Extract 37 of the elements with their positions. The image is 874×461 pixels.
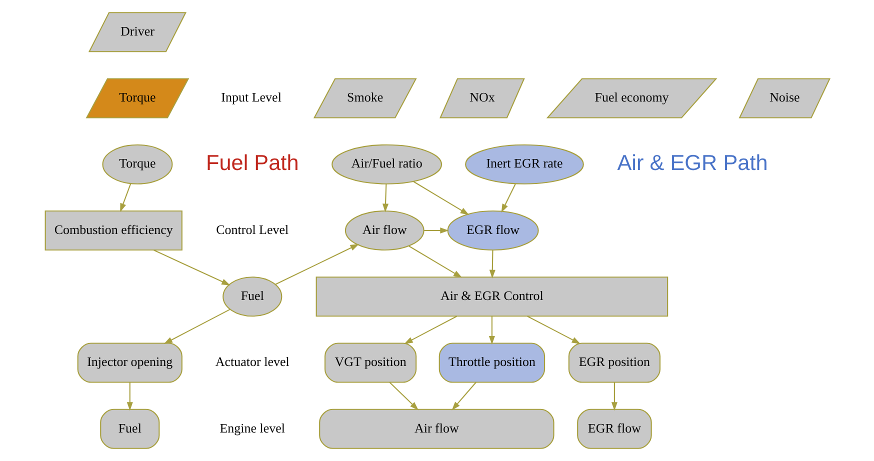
node-ellipse: Inert EGR rate <box>464 144 584 184</box>
arrow <box>388 382 418 410</box>
arrow <box>412 181 469 216</box>
node-ellipse: Fuel <box>222 276 282 317</box>
arrow <box>163 308 230 344</box>
arrow <box>274 244 359 285</box>
node-box: Air & EGR Control <box>315 276 668 317</box>
label: Air & EGR Path <box>616 150 768 175</box>
arrow <box>610 382 617 411</box>
label: Control Level <box>216 222 288 237</box>
node-box: Throttle position <box>438 342 545 383</box>
node-box: Air flow <box>318 408 554 449</box>
arrow <box>408 246 462 278</box>
arrow <box>424 227 448 234</box>
label: Engine level <box>219 420 285 436</box>
arrow <box>488 250 495 278</box>
label: Actuator level <box>214 354 289 370</box>
arrow <box>500 184 516 213</box>
arrow <box>488 316 494 345</box>
node-box: VGT position <box>324 342 416 383</box>
node-box: EGR flow <box>576 408 652 449</box>
node-box: Combustion efficiency <box>44 210 182 251</box>
node-ellipse: Air/Fuel ratio <box>331 144 442 184</box>
arrow <box>382 184 388 212</box>
arrow <box>126 382 132 411</box>
node-ellipse: EGR flow <box>446 210 538 251</box>
arrow <box>526 316 580 344</box>
label: Fuel Path <box>206 150 298 175</box>
arrow <box>451 382 476 410</box>
arrow <box>404 316 457 344</box>
node-box: Injector opening <box>76 342 182 383</box>
label: Input Level <box>220 90 281 105</box>
node-ellipse: Torque <box>102 144 172 184</box>
arrow <box>120 183 131 212</box>
arrow <box>153 250 230 286</box>
node-box: Fuel <box>100 408 160 449</box>
node-box: EGR position <box>568 342 660 383</box>
